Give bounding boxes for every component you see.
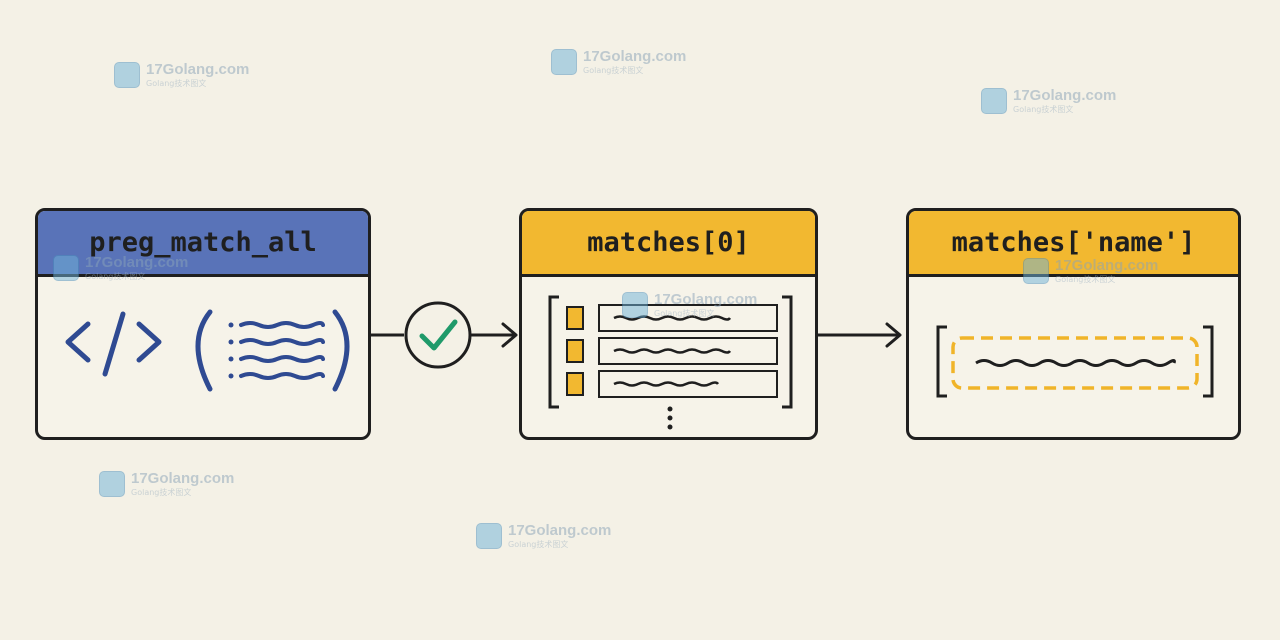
watermark-site: 17Golang.com — [1055, 257, 1159, 274]
arrow-head-1 — [501, 322, 518, 348]
watermark-logo-icon — [53, 255, 79, 281]
watermark-site: 17Golang.com — [654, 291, 758, 308]
arrow-head-2 — [885, 322, 902, 348]
watermark-site: 17Golang.com — [508, 522, 612, 539]
watermark-subtitle: Golang技术图文 — [1055, 275, 1116, 284]
watermark-logo-icon — [476, 523, 502, 549]
watermark-logo-icon — [551, 49, 577, 75]
watermark-subtitle: Golang技术图文 — [146, 79, 207, 88]
node-body — [522, 277, 815, 437]
watermark-site: 17Golang.com — [146, 61, 250, 78]
watermark-site: 17Golang.com — [583, 48, 687, 65]
watermark-site: 17Golang.com — [131, 470, 235, 487]
watermark-logo-icon — [981, 88, 1007, 114]
node-title: matches[0] — [522, 211, 815, 277]
vertical-ellipsis-icon — [667, 406, 673, 430]
watermark-logo-icon — [114, 62, 140, 88]
node-body — [909, 277, 1238, 437]
match-list — [548, 295, 793, 430]
list-item — [566, 370, 778, 398]
watermark-logo-icon — [622, 292, 648, 318]
watermark-site: 17Golang.com — [1013, 87, 1117, 104]
watermark-subtitle: Golang技术图文 — [583, 66, 644, 75]
list-bracket-left — [548, 295, 559, 409]
watermark-subtitle: Golang技术图文 — [654, 309, 715, 318]
node-matches-name: matches['name'] — [906, 208, 1241, 440]
node-preg-match-all: preg_match_all — [35, 208, 371, 440]
value-bracket-right — [1203, 325, 1214, 398]
watermark-subtitle: Golang技术图文 — [131, 488, 192, 497]
watermark-subtitle: Golang技术图文 — [85, 272, 146, 281]
check-circle-icon — [404, 301, 472, 369]
regex-lines-icon — [195, 309, 350, 392]
watermark-subtitle: Golang技术图文 — [1013, 105, 1074, 114]
dashed-value-box — [951, 336, 1199, 390]
named-match — [936, 325, 1214, 398]
watermark-site: 17Golang.com — [85, 254, 189, 271]
node-title: matches['name'] — [909, 211, 1238, 277]
node-title: preg_match_all — [38, 211, 368, 277]
list-item — [566, 337, 778, 365]
watermark-logo-icon — [99, 471, 125, 497]
watermark-subtitle: Golang技术图文 — [508, 540, 569, 549]
value-bracket-left — [936, 325, 947, 398]
list-bracket-right — [782, 295, 793, 409]
node-icons — [65, 309, 350, 392]
node-body — [38, 277, 368, 437]
watermark-logo-icon — [1023, 258, 1049, 284]
code-brackets-icon — [65, 311, 162, 377]
node-matches-0: matches[0] — [519, 208, 818, 440]
value-squiggle — [975, 359, 1176, 367]
